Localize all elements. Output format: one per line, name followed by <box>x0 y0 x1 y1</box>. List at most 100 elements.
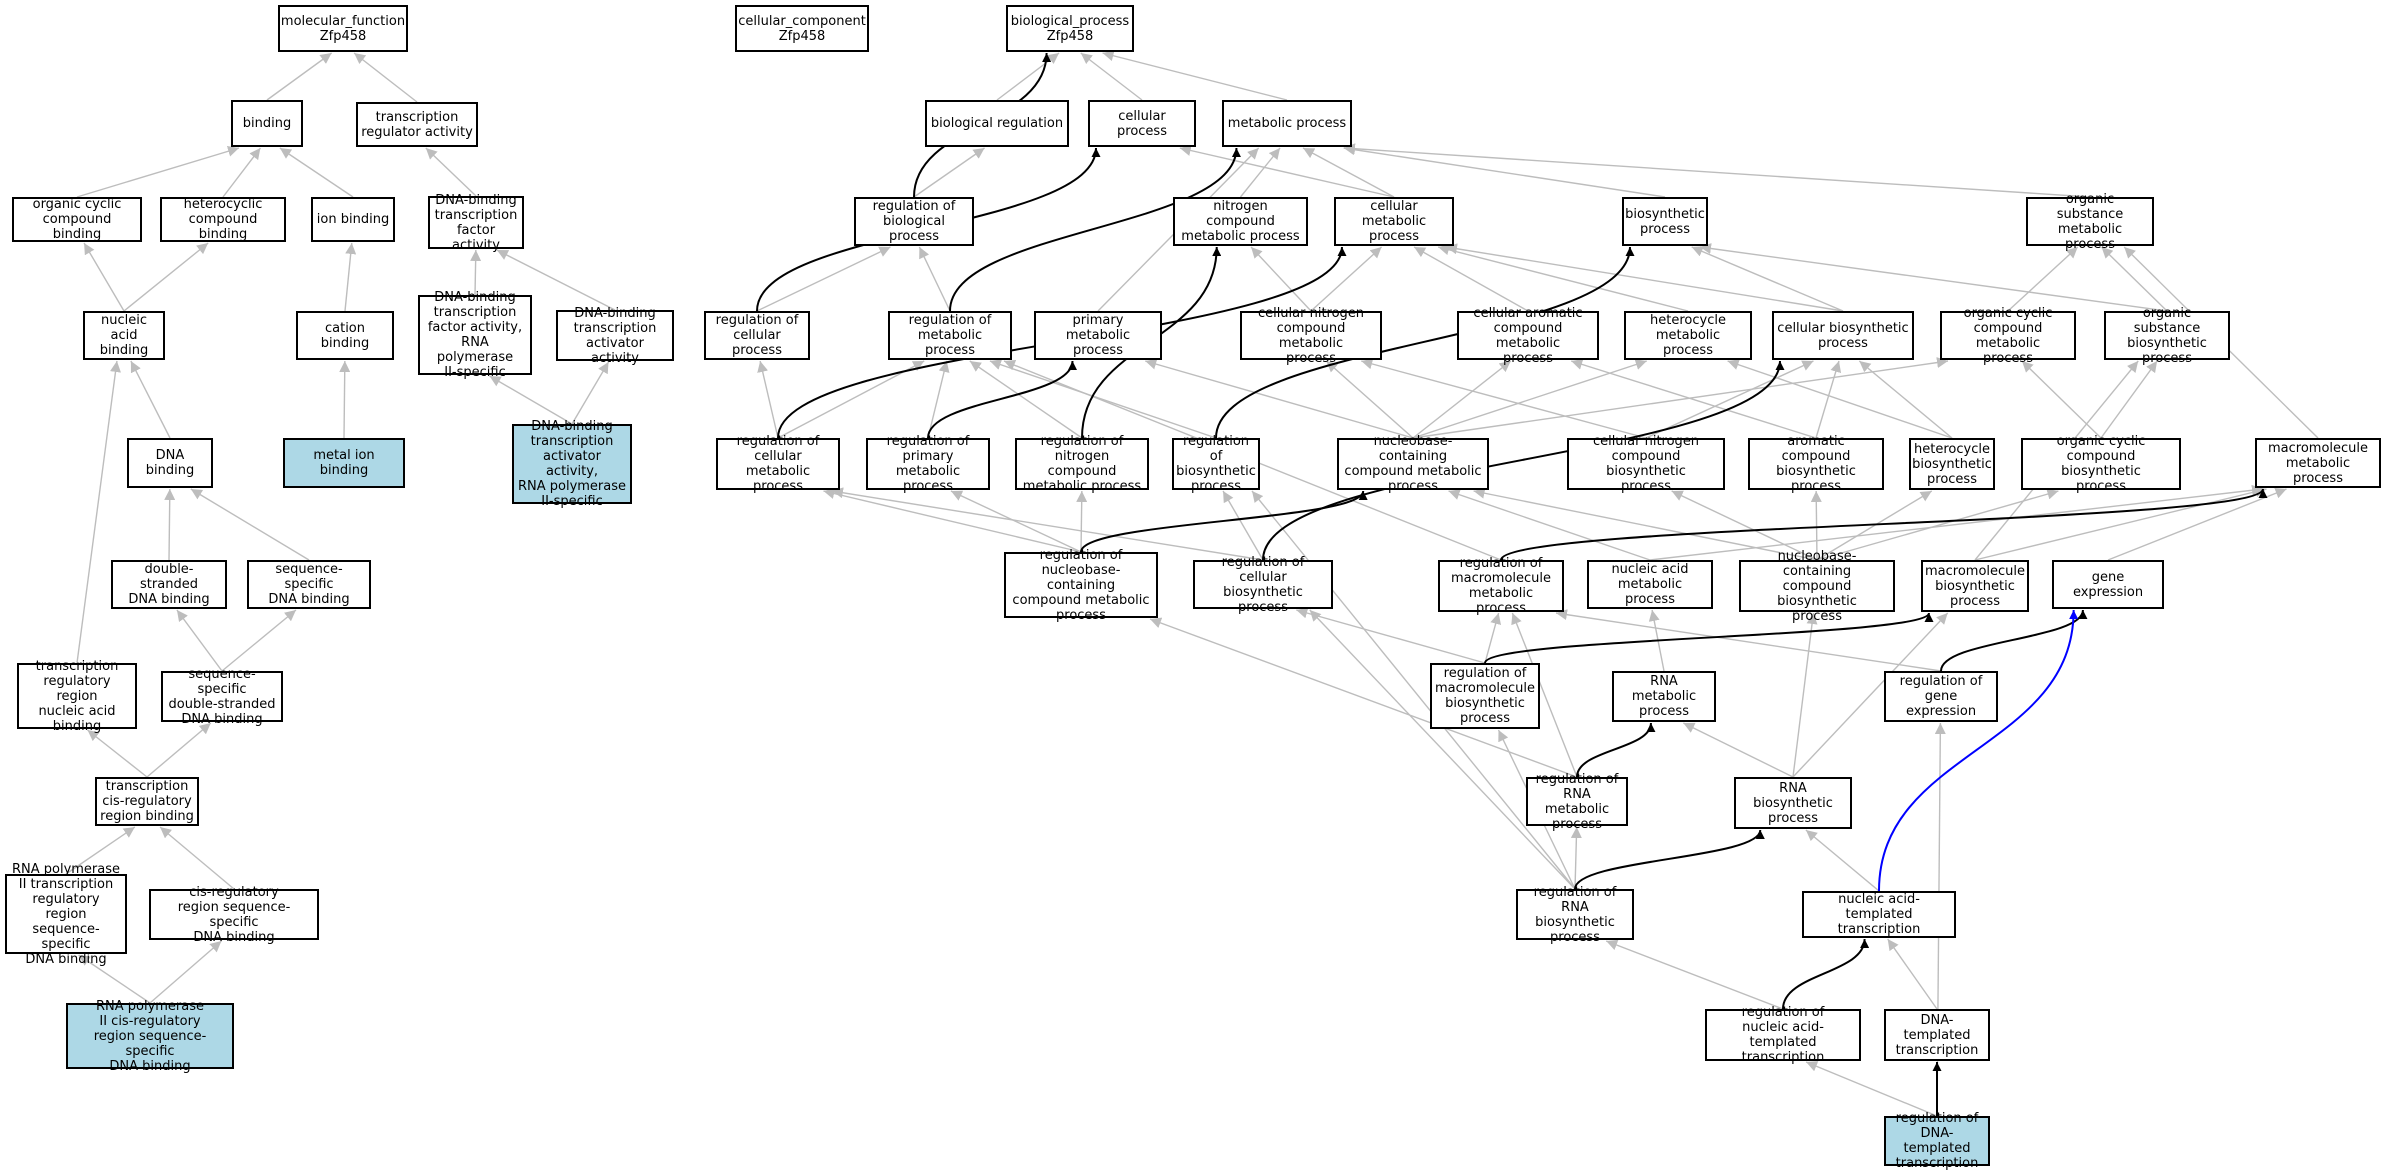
edge-nuc_acid_met-to-nbc_met <box>1448 489 1651 561</box>
node-nucleobase-containing-compound-biosynthetic-process: nucleobase-containing compound biosynthe… <box>1739 549 1895 624</box>
edge-nbc_biosyn-to-arom_biosyn <box>1810 490 1822 561</box>
edge-arom_biosyn-to-cell_arom_met <box>1570 359 1817 439</box>
edge-reg_nitro_met-to-reg_met_proc <box>969 360 1083 439</box>
edge-rna_biosyn-to-rna_met <box>1683 722 1794 778</box>
edge-pol2_cis-to-cis_reg_ss <box>149 940 222 1004</box>
edge-reg_macro_met-to-macro_met <box>1500 488 2268 561</box>
node-nucleic-acid-binding: nucleic acid binding <box>83 311 165 360</box>
node-regulation-of-macromolecule-biosynthetic-process: regulation of macromolecule biosynthetic… <box>1430 663 1540 729</box>
edge-cell_nitro_met-to-nitro_met <box>1250 246 1312 312</box>
node-double-stranded-dna-binding: double-stranded DNA binding <box>111 560 227 609</box>
edge-org_cyc_biosyn-to-org_sub_biosyn <box>2100 360 2158 439</box>
edge-nbc_met-to-org_cyc_met <box>1412 357 1949 439</box>
edge-org_cyc_bind-to-binding <box>76 145 240 198</box>
node-ion-binding: ion binding <box>311 197 395 242</box>
edge-cell_arom_met-to-cell_met <box>1413 246 1529 312</box>
edge-pol2_tr_reg-to-tr_cis_bind <box>65 826 136 875</box>
node-regulation-of-metabolic-process: regulation of metabolic process <box>888 311 1012 360</box>
edge-nuc_acid_met-to-macro_met <box>1649 484 2264 561</box>
edge-nbc_biosyn-to-hetero_biosyn <box>1816 490 1933 561</box>
node-rna-biosynthetic-process: RNA biosynthetic process <box>1734 777 1852 829</box>
node-organic-cyclic-compound-metabolic-process: organic cyclic compound metabolic proces… <box>1940 306 2076 366</box>
node-organic-substance-biosynthetic-process: organic substance biosynthetic process <box>2104 306 2230 366</box>
node-dna-binding-tf-activity-pol2: DNA-binding transcription factor activit… <box>418 290 532 380</box>
node-cation-binding: cation binding <box>296 311 394 360</box>
edge-reg_cell_proc-to-reg_bio_proc <box>756 246 891 312</box>
node-bp-root: biological_process Zfp458 <box>1006 5 1134 52</box>
edge-dbtaa_pol2-to-dbtfa_pol2 <box>489 375 573 425</box>
edge-reg_cell_biosyn-to-reg_biosyn <box>1222 490 1264 561</box>
edge-reg_macro_biosyn-to-macro_biosyn <box>1484 612 1934 664</box>
node-pol2-cis-regulatory-region-dna-binding: RNA polymerase II cis-regulatory region … <box>66 999 234 1074</box>
edge-ss_ds_dna_bind-to-ds_dna_bind <box>176 609 223 672</box>
node-nitrogen-compound-metabolic-process: nitrogen compound metabolic process <box>1173 197 1308 246</box>
node-regulation-of-biological-process: regulation of biological process <box>854 197 974 246</box>
node-primary-metabolic-process: primary metabolic process <box>1034 311 1162 360</box>
edge-biosyn-to-met_proc <box>1343 144 1666 198</box>
edge-dbtfa-to-tr_reg_act <box>425 147 477 197</box>
edge-nbc_met-to-prim_met <box>1145 358 1414 439</box>
edge-reg_cell_biosyn-to-reg_cell_met <box>831 487 1264 561</box>
edge-cell_nitro_biosyn-to-cell_nitro_met <box>1361 358 1647 439</box>
edge-binding-to-mf_root <box>266 52 333 101</box>
node-cellular-nitrogen-compound-biosynthetic-process: cellular nitrogen compound biosynthetic … <box>1567 434 1725 494</box>
node-cellular-nitrogen-compound-metabolic-process: cellular nitrogen compound metabolic pro… <box>1240 306 1382 366</box>
node-regulation-of-primary-metabolic-process: regulation of primary metabolic process <box>866 434 990 494</box>
node-biosynthetic-process: biosynthetic process <box>1622 197 1708 246</box>
edge-cell_met-to-cell_proc <box>1179 145 1395 198</box>
edge-na_templ_tr-to-rna_biosyn <box>1805 829 1880 892</box>
edge-ss_ds_dna_bind-to-ss_dna_bind <box>221 609 297 672</box>
edge-tr_cis_bind-to-tr_reg_nab <box>87 729 148 778</box>
edge-dbtfa_pol2-to-dbtfa <box>470 249 482 296</box>
node-sequence-specific-double-stranded-dna-binding: sequence-specific double-stranded DNA bi… <box>161 667 283 727</box>
edge-reg_rna_met-to-reg_macro_met <box>1511 612 1578 778</box>
edge-cell_biosyn-to-cell_met <box>1445 243 1844 312</box>
edge-reg_prim_met-to-reg_met_proc <box>927 360 950 439</box>
node-macromolecule-biosynthetic-process: macromolecule biosynthetic process <box>1921 560 2029 612</box>
node-binding: binding <box>231 100 303 147</box>
edge-cis_reg_ss-to-tr_cis_bind <box>159 826 235 890</box>
edge-reg_nbc_met-to-nbc_met <box>1080 490 1368 553</box>
edge-hetero_biosyn-to-hetero_met <box>1727 359 1953 439</box>
node-cellular-metabolic-process: cellular metabolic process <box>1334 197 1454 246</box>
edge-reg_macro_biosyn-to-reg_cell_biosyn <box>1296 607 1486 664</box>
node-transcription-cis-regulatory-region-binding: transcription cis-regulatory region bind… <box>95 777 199 826</box>
edge-dbtaa_pol2-to-dbtaa <box>571 361 610 425</box>
edge-dna_templ_tr-to-na_templ_tr <box>1887 938 1938 1010</box>
edge-ion_bind-to-binding <box>279 147 354 198</box>
edge-reg_rna_met-to-rna_met <box>1576 722 1656 778</box>
node-regulation-of-nitrogen-compound-metabolic-process: regulation of nitrogen compound metaboli… <box>1015 434 1149 494</box>
edge-reg_rna_biosyn-to-reg_cell_biosyn <box>1309 609 1576 890</box>
edge-hetero_met-to-cell_met <box>1437 244 1689 312</box>
edge-org_sub_biosyn-to-org_sub_met <box>2101 246 2168 312</box>
node-nucleobase-containing-compound-metabolic-process: nucleobase-containing compound metabolic… <box>1337 434 1489 494</box>
edge-cell_proc-to-bp_root <box>1080 52 1143 101</box>
edge-cell_biosyn-to-biosyn <box>1691 246 1844 312</box>
node-metal-ion-binding: metal ion binding <box>283 438 405 488</box>
edge-hetero_biosyn-to-cell_biosyn <box>1858 360 1953 439</box>
edge-arom_biosyn-to-cell_biosyn <box>1815 360 1842 439</box>
edge-na_templ_tr-to-gene_expr <box>1878 609 2079 892</box>
node-organic-cyclic-compound-biosynthetic-process: organic cyclic compound biosynthetic pro… <box>2021 434 2181 494</box>
node-mf-root: molecular_function Zfp458 <box>278 5 408 52</box>
edge-reg_met_proc-to-reg_bio_proc <box>918 246 951 312</box>
edge-reg_gene_expr-to-reg_macro_met <box>1555 609 1942 672</box>
edge-cell_nitro_biosyn-to-cell_biosyn <box>1645 360 1814 439</box>
node-heterocycle-biosynthetic-process: heterocycle biosynthetic process <box>1909 438 1995 490</box>
edge-reg_rna_met-to-reg_nbc_met <box>1149 617 1578 778</box>
edge-pol2_cis-to-pol2_tr_reg <box>78 954 151 1004</box>
node-regulation-of-cellular-process: regulation of cellular process <box>704 311 810 360</box>
edge-reg_nbc_met-to-reg_cell_met <box>823 488 1082 553</box>
node-regulation-of-rna-biosynthetic-process: regulation of RNA biosynthetic process <box>1516 885 1634 945</box>
edge-reg_rna_biosyn-to-reg_biosyn <box>1251 490 1576 890</box>
node-dna-binding: DNA binding <box>127 438 213 488</box>
edge-metal_ion_bind-to-cation_bind <box>339 360 351 439</box>
node-transcription-regulator-activity: transcription regulator activity <box>356 102 478 147</box>
edge-nbc_met-to-cell_nitro_met <box>1325 360 1414 439</box>
edge-reg_nbc_met-to-reg_prim_met <box>950 490 1082 553</box>
node-nucleic-acid-metabolic-process: nucleic acid metabolic process <box>1587 560 1713 609</box>
node-heterocycle-metabolic-process: heterocycle metabolic process <box>1624 311 1752 360</box>
edge-ss_dna_bind-to-dna_bind <box>190 488 310 561</box>
node-heterocyclic-compound-binding: heterocyclic compound binding <box>160 197 286 242</box>
